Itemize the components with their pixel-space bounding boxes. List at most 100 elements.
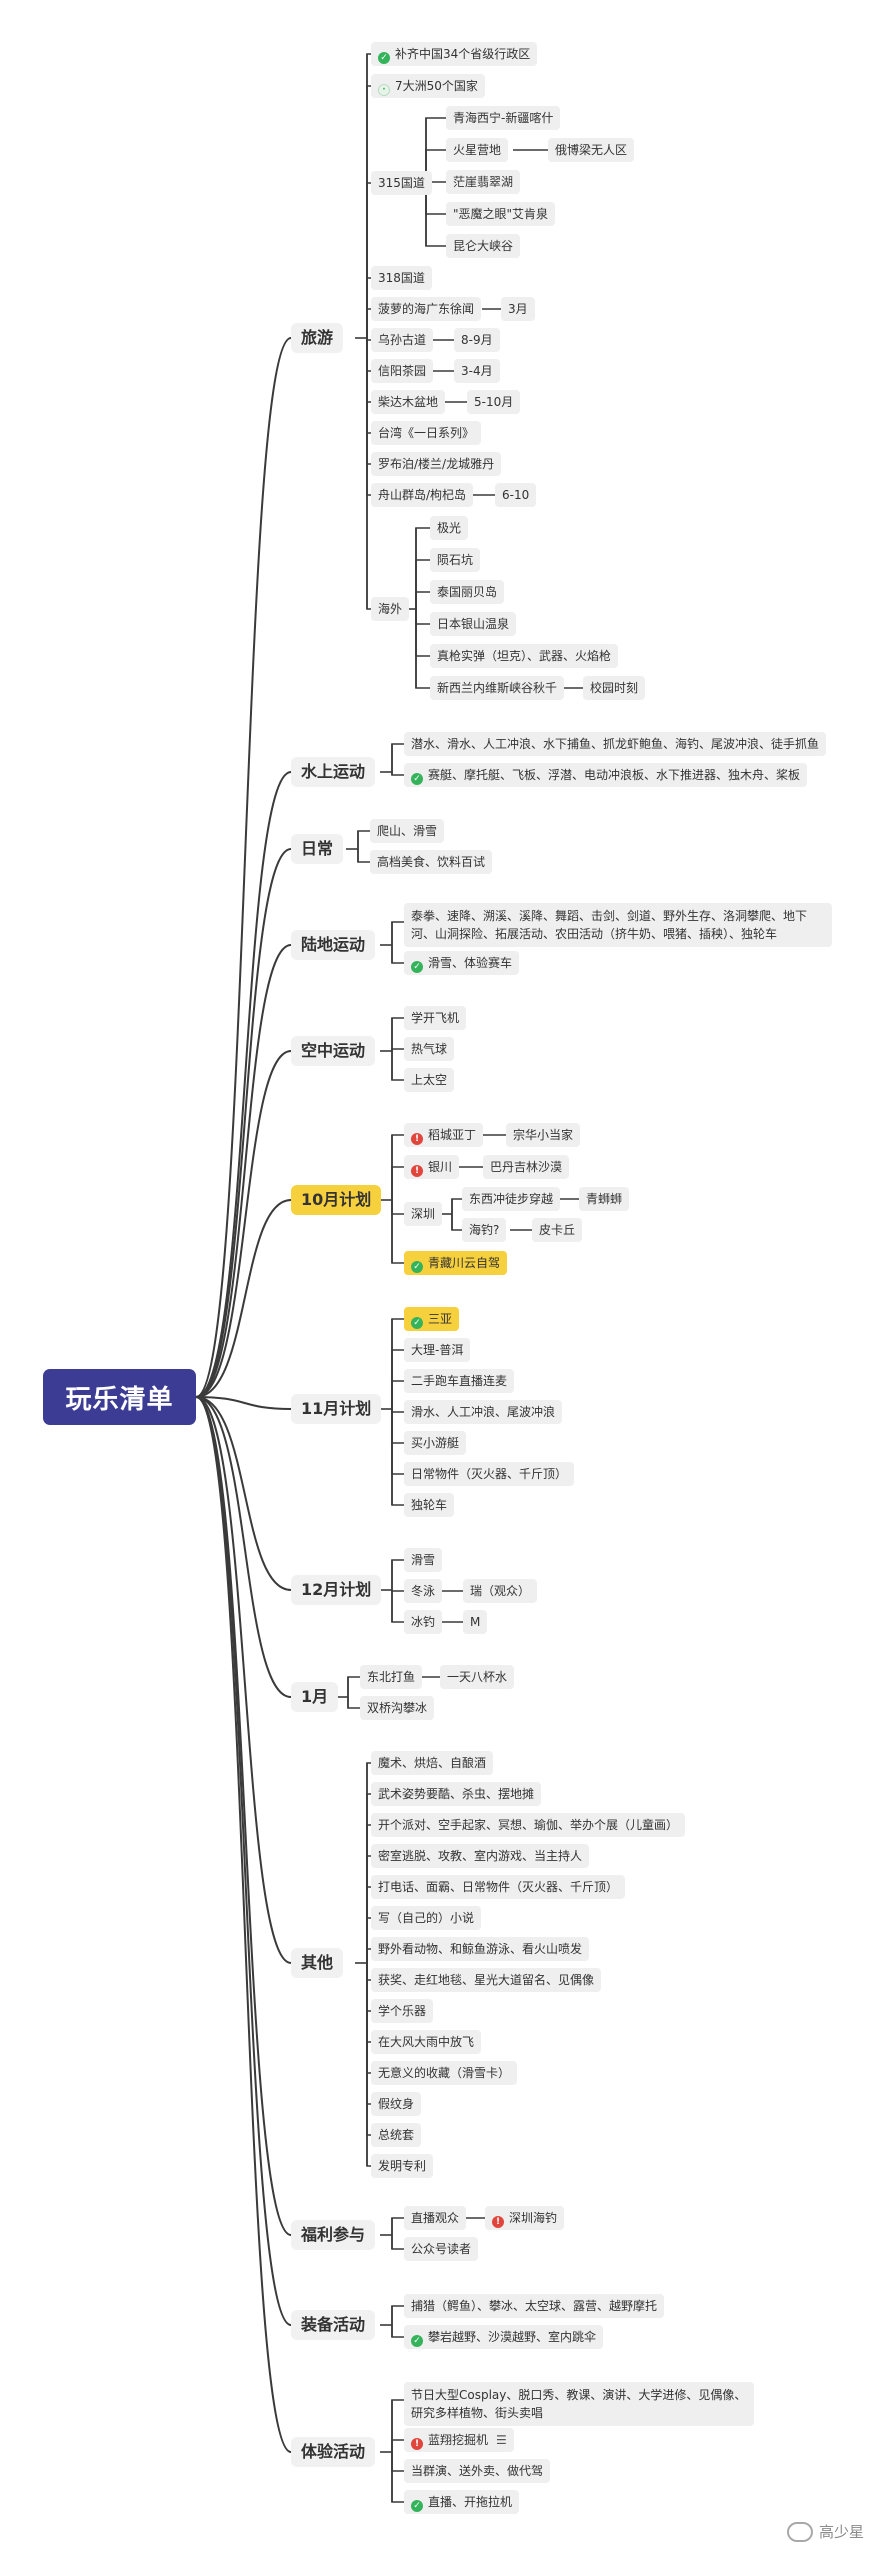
november-item[interactable]: 日常物件（灭火器、千斤顶） — [404, 1462, 575, 1486]
october-subitem[interactable]: 宗华小当家 — [506, 1123, 581, 1147]
daily-item[interactable]: 爬山、滑雪 — [370, 819, 445, 843]
air-item[interactable]: 热气球 — [404, 1037, 455, 1061]
other-item[interactable]: 学个乐器 — [371, 1999, 434, 2023]
other-item[interactable]: 无意义的收藏（滑雪卡） — [371, 2061, 518, 2085]
october-item[interactable]: 深圳 — [404, 1202, 443, 1226]
other-item[interactable]: 打电话、面霸、日常物件（灭火器、千斤顶） — [371, 1875, 626, 1899]
travel-subitem[interactable]: 5-10月 — [467, 390, 521, 414]
other-item[interactable]: 发明专利 — [371, 2154, 434, 2178]
travel-subitem[interactable]: 3月 — [501, 297, 535, 321]
other-item[interactable]: 在大风大雨中放飞 — [371, 2030, 482, 2054]
travel-item[interactable]: 318国道 — [371, 266, 432, 290]
travel-item[interactable]: 柴达木盆地 — [371, 390, 446, 414]
branch-november-plan[interactable]: 11月计划 — [291, 1394, 382, 1424]
water-item[interactable]: ✓赛艇、摩托艇、飞板、浮潜、电动冲浪板、水下推进器、独木舟、桨板 — [404, 763, 808, 787]
october-subitem[interactable]: 巴丹吉林沙漠 — [483, 1155, 570, 1179]
travel-item[interactable]: 海外 — [371, 597, 410, 621]
travel-item[interactable]: 舟山群岛/枸杞岛 — [371, 483, 474, 507]
travel-item[interactable]: ·7大洲50个国家 — [371, 74, 485, 98]
travel-subitem[interactable]: 6-10 — [495, 483, 537, 507]
other-item[interactable]: 魔术、烘焙、自酿酒 — [371, 1751, 494, 1775]
travel-subitem[interactable]: 茫崖翡翠湖 — [446, 170, 521, 194]
travel-subitem[interactable]: 3-4月 — [454, 359, 500, 383]
travel-subitem[interactable]: 俄博梁无人区 — [548, 138, 635, 162]
december-item[interactable]: 滑雪 — [404, 1548, 443, 1572]
november-item[interactable]: 大理-普洱 — [404, 1338, 471, 1362]
december-item[interactable]: 冰钓 — [404, 1610, 443, 1634]
november-item[interactable]: 独轮车 — [404, 1493, 455, 1517]
other-item[interactable]: 野外看动物、和鲸鱼游泳、看火山喷发 — [371, 1937, 590, 1961]
land-item[interactable]: 泰拳、速降、溯溪、溪降、舞蹈、击剑、剑道、野外生存、洛洞攀爬、地下河、山洞探险、… — [404, 903, 832, 947]
travel-item[interactable]: 菠萝的海广东徐闻 — [371, 297, 482, 321]
root-topic[interactable]: 玩乐清单 — [43, 1369, 196, 1425]
branch-air-sports[interactable]: 空中运动 — [291, 1036, 376, 1066]
experience-item[interactable]: 节日大型Cosplay、脱口秀、教课、演讲、大学进修、见偶像、研究多样植物、街头… — [404, 2382, 754, 2426]
other-item[interactable]: 武术姿势要酷、杀虫、摆地摊 — [371, 1782, 542, 1806]
december-subitem[interactable]: M — [463, 1610, 488, 1634]
other-item[interactable]: 获奖、走红地毯、星光大道留名、见偶像 — [371, 1968, 602, 1992]
travel-subitem[interactable]: 校园时刻 — [583, 676, 646, 700]
branch-january[interactable]: 1月 — [291, 1682, 339, 1712]
december-subitem[interactable]: 瑞（观众） — [463, 1579, 538, 1603]
equipment-item[interactable]: ✓攀岩越野、沙漠越野、室内跳伞 — [404, 2325, 604, 2349]
branch-other[interactable]: 其他 — [291, 1948, 344, 1978]
october-item[interactable]: ✓青藏川云自驾 — [404, 1251, 508, 1275]
travel-subitem[interactable]: 昆仑大峡谷 — [446, 234, 521, 258]
branch-december-plan[interactable]: 12月计划 — [291, 1575, 382, 1605]
october-item[interactable]: !稻城亚丁 — [404, 1123, 484, 1147]
branch-daily[interactable]: 日常 — [291, 834, 344, 864]
travel-subitem[interactable]: 泰国丽贝岛 — [430, 580, 505, 604]
branch-welfare[interactable]: 福利参与 — [291, 2220, 376, 2250]
november-item[interactable]: 买小游艇 — [404, 1431, 467, 1455]
october-subitem[interactable]: 皮卡丘 — [532, 1218, 583, 1242]
welfare-item[interactable]: 直播观众 — [404, 2206, 467, 2230]
branch-october-plan[interactable]: 10月计划 — [291, 1185, 382, 1215]
travel-subitem[interactable]: 真枪实弹（坦克）、武器、火焰枪 — [430, 644, 619, 668]
travel-subitem[interactable]: 8-9月 — [454, 328, 500, 352]
other-item[interactable]: 假纹身 — [371, 2092, 422, 2116]
january-item[interactable]: 双桥沟攀冰 — [360, 1696, 435, 1720]
other-item[interactable]: 密室逃脱、攻教、室内游戏、当主持人 — [371, 1844, 590, 1868]
branch-water-sports[interactable]: 水上运动 — [291, 757, 376, 787]
air-item[interactable]: 学开飞机 — [404, 1006, 467, 1030]
january-subitem[interactable]: 一天八杯水 — [440, 1665, 515, 1689]
welfare-subitem[interactable]: !深圳海钓 — [485, 2206, 565, 2230]
experience-item[interactable]: !蓝翔挖掘机☰ — [404, 2428, 514, 2452]
travel-item[interactable]: 台湾《一日系列》 — [371, 421, 482, 445]
travel-item[interactable]: 罗布泊/楼兰/龙城雅丹 — [371, 452, 502, 476]
travel-item[interactable]: 信阳茶园 — [371, 359, 434, 383]
january-item[interactable]: 东北打鱼 — [360, 1665, 423, 1689]
october-subitem[interactable]: 东西冲徒步穿越 — [462, 1187, 561, 1211]
daily-item[interactable]: 高档美食、饮料百试 — [370, 850, 493, 874]
branch-travel[interactable]: 旅游 — [291, 323, 344, 353]
branch-experience[interactable]: 体验活动 — [291, 2437, 376, 2467]
travel-item[interactable]: 315国道 — [371, 171, 432, 195]
december-item[interactable]: 冬泳 — [404, 1579, 443, 1603]
october-subitem[interactable]: 海钓? — [462, 1218, 507, 1242]
travel-subitem[interactable]: 陨石坑 — [430, 548, 481, 572]
branch-land-sports[interactable]: 陆地运动 — [291, 930, 376, 960]
travel-subitem[interactable]: 极光 — [430, 516, 469, 540]
other-item[interactable]: 开个派对、空手起家、冥想、瑜伽、举办个展（儿童画） — [371, 1813, 686, 1837]
travel-subitem[interactable]: 火星营地 — [446, 138, 509, 162]
other-item[interactable]: 总统套 — [371, 2123, 422, 2147]
travel-subitem[interactable]: 青海西宁-新疆喀什 — [446, 106, 561, 130]
water-item[interactable]: 潜水、滑水、人工冲浪、水下捕鱼、抓龙虾鲍鱼、海钓、尾波冲浪、徒手抓鱼 — [404, 732, 827, 756]
october-subitem[interactable]: 青蛳蛳 — [579, 1187, 630, 1211]
travel-subitem[interactable]: 日本银山温泉 — [430, 612, 517, 636]
welfare-item[interactable]: 公众号读者 — [404, 2237, 479, 2261]
november-item[interactable]: 二手跑车直播连麦 — [404, 1369, 515, 1393]
note-icon[interactable]: ☰ — [496, 2433, 507, 2447]
november-item[interactable]: ✓三亚 — [404, 1307, 460, 1331]
air-item[interactable]: 上太空 — [404, 1068, 455, 1092]
november-item[interactable]: 滑水、人工冲浪、尾波冲浪 — [404, 1400, 563, 1424]
other-item[interactable]: 写（自己的）小说 — [371, 1906, 482, 1930]
travel-subitem[interactable]: 新西兰内维斯峡谷秋千 — [430, 676, 565, 700]
travel-item[interactable]: 乌孙古道 — [371, 328, 434, 352]
land-item[interactable]: ✓滑雪、体验赛车 — [404, 951, 520, 975]
experience-item[interactable]: 当群演、送外卖、做代驾 — [404, 2459, 551, 2483]
equipment-item[interactable]: 捕猎（鳄鱼）、攀冰、太空球、露营、越野摩托 — [404, 2294, 665, 2318]
travel-item[interactable]: ✓补齐中国34个省级行政区 — [371, 42, 538, 66]
experience-item[interactable]: ✓直播、开拖拉机 — [404, 2490, 520, 2514]
travel-subitem[interactable]: "恶魔之眼"艾肯泉 — [446, 202, 556, 226]
